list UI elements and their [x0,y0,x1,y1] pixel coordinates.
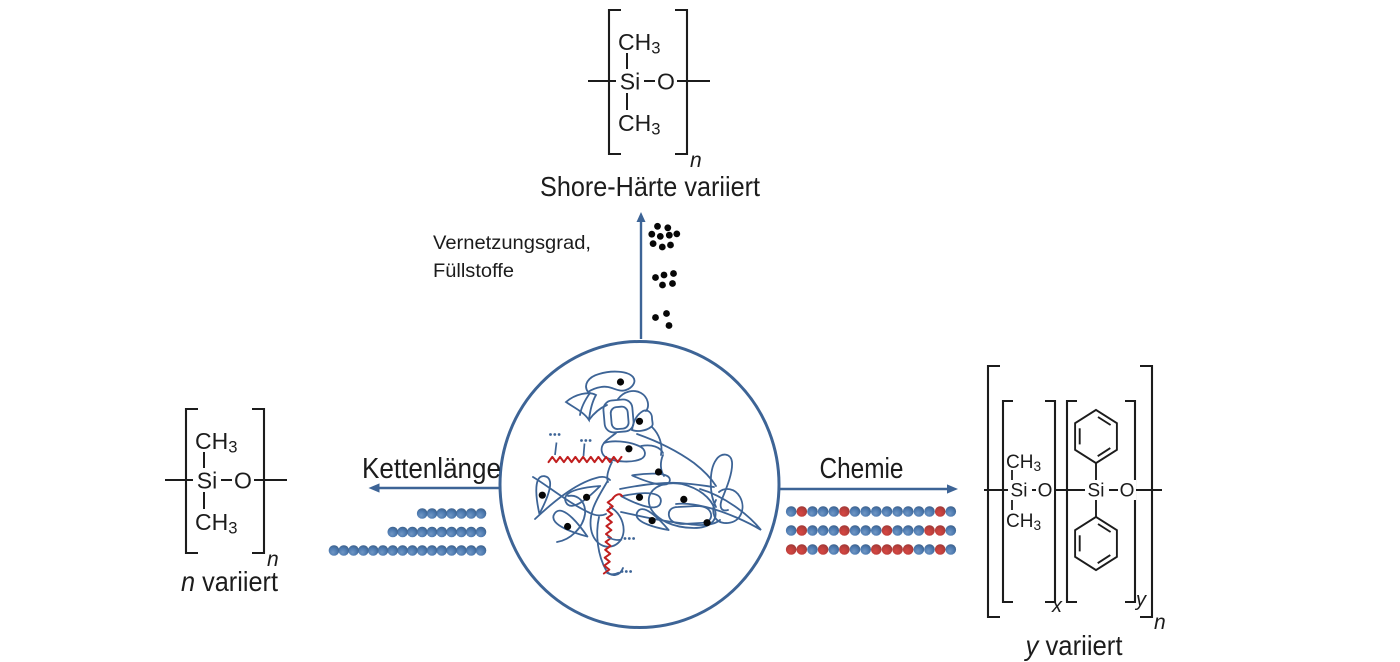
svg-text:Si: Si [620,69,640,95]
svg-text:CH3: CH3 [1006,511,1041,533]
svg-text:n: n [1154,611,1166,634]
svg-text:O: O [1038,481,1053,502]
svg-text:O: O [1120,481,1135,502]
svg-text:Füllstoffe: Füllstoffe [433,260,514,282]
svg-text:Si: Si [197,468,217,494]
svg-text:CH3: CH3 [1006,452,1041,474]
svg-text:O: O [234,468,252,494]
svg-text:y variiert: y variiert [1024,630,1123,661]
svg-text:n: n [690,149,702,172]
svg-text:Shore-Härte variiert: Shore-Härte variiert [540,171,760,202]
svg-text:n: n [267,548,279,571]
svg-text:Kettenlänge: Kettenlänge [362,453,501,485]
svg-text:O: O [657,69,675,95]
svg-text:x: x [1051,595,1063,617]
svg-text:Si: Si [1011,481,1028,502]
svg-text:Si: Si [1088,481,1105,502]
svg-text:n variiert: n variiert [181,566,278,597]
svg-text:Vernetzungsgrad,: Vernetzungsgrad, [433,232,591,254]
svg-text:y: y [1134,589,1147,611]
svg-text:Chemie: Chemie [820,453,904,485]
